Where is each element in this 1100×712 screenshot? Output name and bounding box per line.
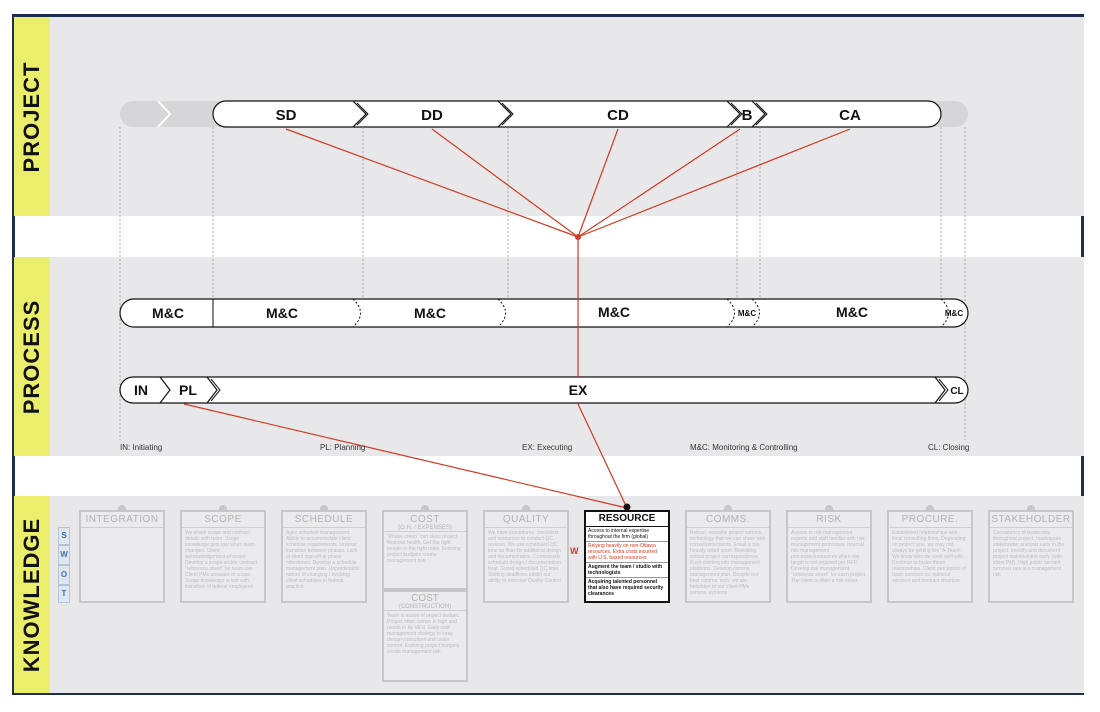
card-cost-oh: COST (O.H. / EXPENSES) "Phase creep" can… xyxy=(382,505,468,590)
swot-s: S xyxy=(58,527,70,545)
legend-cl: CL: Closing xyxy=(928,443,970,452)
knowledge-band-label: KNOWLEDGE xyxy=(14,496,50,693)
stage-bar xyxy=(119,376,969,404)
card-tab xyxy=(421,505,429,510)
resource-weakness: Relying heavily on non-Ottawa resources.… xyxy=(586,542,668,563)
card-risk: RISK Access to risk management experts a… xyxy=(786,505,872,603)
project-phase-bar xyxy=(212,100,942,128)
process-band-label: PROCESS xyxy=(14,257,50,456)
connector-nodes xyxy=(575,234,631,511)
resource-opportunity: Augment the team / studio with technolog… xyxy=(586,563,668,578)
card-text: Consistency of leadership throughout pro… xyxy=(993,530,1065,578)
card-text: Team is aware of project budget. Project… xyxy=(387,613,460,655)
legend-ex: EX: Executing xyxy=(522,443,573,452)
card-tab xyxy=(219,505,227,510)
swot-marker-w: W xyxy=(570,546,579,556)
card-integration: INTEGRATION xyxy=(79,505,165,603)
card-resource: RESOURCE Access to internal expertise th… xyxy=(584,510,670,603)
card-title: QUALITY xyxy=(485,512,567,528)
card-tab xyxy=(320,505,328,510)
swot-w: W xyxy=(58,545,70,565)
legend-mc: M&C: Monitoring & Controlling xyxy=(690,443,798,452)
swot-t: T xyxy=(58,585,70,603)
phase-b: B xyxy=(742,107,753,124)
card-schedule: SCHEDULE Agile schedule management. Abil… xyxy=(281,505,367,603)
card-subtitle: (CONSTRUCTION) xyxy=(384,604,466,611)
card-text: Established relationships with local con… xyxy=(892,530,966,584)
mc-label-3: M&C xyxy=(414,305,446,321)
mc-label-5: M&C xyxy=(738,309,756,318)
stage-in: IN xyxy=(134,382,148,398)
card-subtitle: (O.H. / EXPENSES) xyxy=(384,525,466,532)
card-quality: QUALITY We have procedures, checklists a… xyxy=(483,505,569,603)
card-text: Agile schedule management. Ability to ac… xyxy=(286,530,360,590)
card-text: Robust, versatile project comms. technol… xyxy=(690,530,766,596)
card-title: SCHEDULE xyxy=(283,512,365,528)
resource-threat: Acquiring talented personnel that also h… xyxy=(588,579,664,597)
mc-label-6: M&C xyxy=(836,304,868,320)
mc-label-1: M&C xyxy=(152,305,184,321)
card-tab xyxy=(1027,505,1035,510)
card-comms: COMMS. Robust, versatile project comms. … xyxy=(685,505,771,603)
legend-in: IN: Initiating xyxy=(120,443,163,452)
card-tab xyxy=(724,505,732,510)
card-text: We share scope and contract details with… xyxy=(185,530,257,590)
mc-label-4: M&C xyxy=(598,304,630,320)
resource-connectors xyxy=(183,128,851,509)
card-cost-construction: COST (CONSTRUCTION) Team is aware of pro… xyxy=(382,590,468,682)
card-text: We have procedures, checklists and resou… xyxy=(488,530,562,584)
card-tab xyxy=(926,505,934,510)
card-title: COST xyxy=(411,593,439,604)
mc-bar xyxy=(119,298,969,328)
card-title: SCOPE xyxy=(182,512,264,528)
card-title: INTEGRATION xyxy=(81,512,163,528)
card-procure: PROCURE. Established relationships with … xyxy=(887,505,973,603)
card-title: RISK xyxy=(788,512,870,528)
legend-pl: PL: Planning xyxy=(320,443,366,452)
mc-label-2: M&C xyxy=(266,305,298,321)
phase-dd: DD xyxy=(421,107,443,124)
stage-pl: PL xyxy=(179,382,197,398)
resource-title: RESOURCE xyxy=(586,512,668,527)
mc-label-7: M&C xyxy=(945,309,963,318)
process-band: PROCESS xyxy=(14,257,1084,456)
card-title: COST xyxy=(410,514,440,525)
card-scope: SCOPE We share scope and contract detail… xyxy=(180,505,266,603)
card-tab xyxy=(825,505,833,510)
card-tab xyxy=(118,505,126,510)
phase-sd: SD xyxy=(276,107,297,124)
phase-cd: CD xyxy=(607,107,629,124)
resource-strength: Access to internal expertise throughout … xyxy=(586,527,668,542)
stage-cl: CL xyxy=(950,386,963,397)
card-text: "Phase creep" can skew project financial… xyxy=(387,534,461,564)
card-title: PROCURE. xyxy=(889,512,971,528)
card-stakeholder: STAKEHOLDER Consistency of leadership th… xyxy=(988,505,1074,603)
card-title: COMMS. xyxy=(687,512,769,528)
swot-o: O xyxy=(58,565,70,585)
card-tab xyxy=(522,505,530,510)
stage-ex: EX xyxy=(569,382,588,398)
card-text: Access to risk management experts and st… xyxy=(791,530,867,584)
card-title: STAKEHOLDER xyxy=(990,512,1072,528)
project-band-label: PROJECT xyxy=(14,17,50,216)
phase-ca: CA xyxy=(839,107,861,124)
